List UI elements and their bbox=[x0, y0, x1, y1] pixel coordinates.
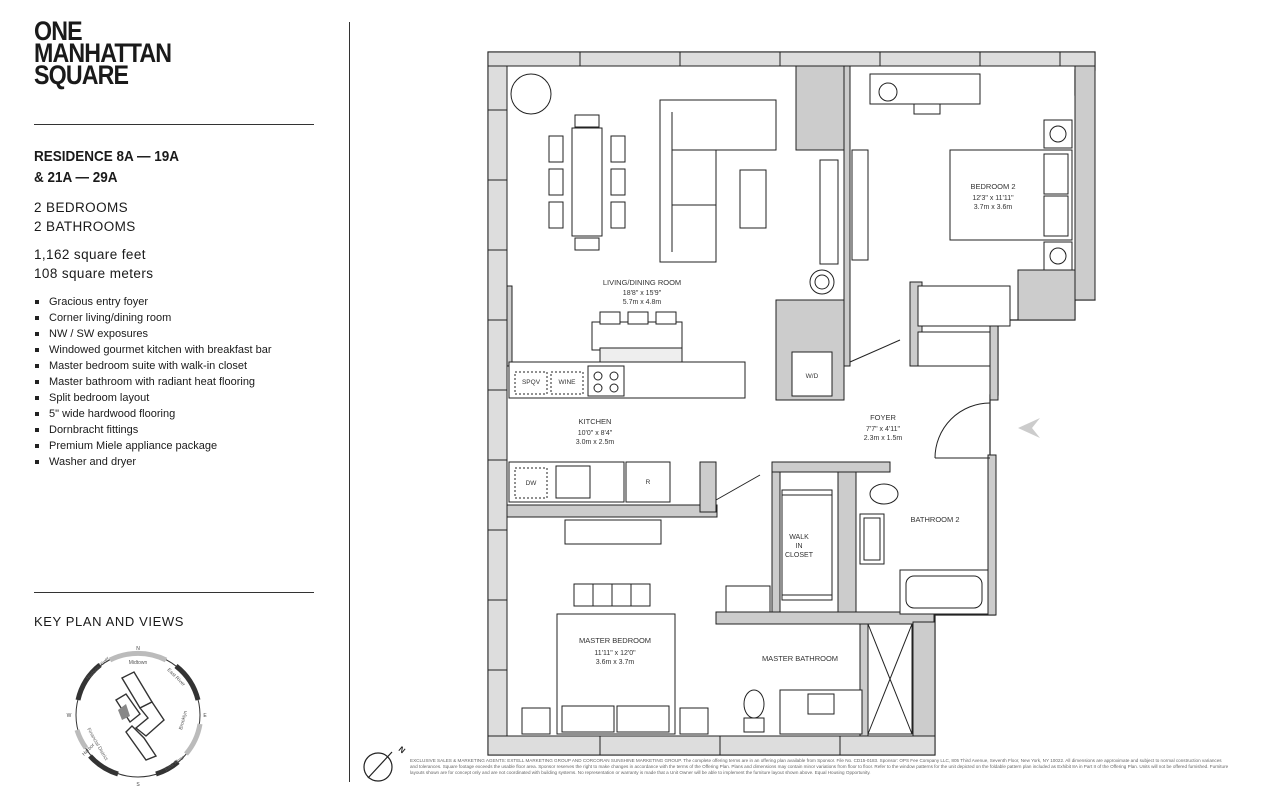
room-dims: 10'0" x 8'4" bbox=[578, 430, 613, 437]
view-label: Brooklyn bbox=[178, 710, 189, 731]
feature-item: 5" wide hardwood flooring bbox=[34, 406, 272, 422]
feature-item: Premium Miele appliance package bbox=[34, 438, 272, 454]
room-name: KITCHEN bbox=[579, 417, 612, 426]
entry-arrow bbox=[1018, 418, 1040, 438]
fixture-label: DW bbox=[526, 480, 538, 487]
view-arc bbox=[108, 650, 168, 663]
room-name: MASTER BEDROOM bbox=[579, 636, 651, 645]
residence-title: RESIDENCE 8A — 19A & 21A — 29A bbox=[34, 146, 179, 188]
room-name: FOYER bbox=[870, 413, 896, 422]
divider bbox=[34, 124, 314, 125]
view-arc bbox=[88, 754, 119, 777]
residence-line: & 21A — 29A bbox=[34, 169, 118, 186]
doors bbox=[715, 339, 991, 501]
feature-item: Gracious entry foyer bbox=[34, 294, 272, 310]
divider bbox=[34, 592, 314, 593]
size-sqft: 1,162 square feet bbox=[34, 247, 146, 262]
compass-west: W bbox=[67, 713, 72, 719]
room-name: WALK bbox=[789, 534, 809, 541]
bathroom-count: 2 BATHROOMS bbox=[34, 219, 136, 234]
room-dims: 3.6m x 3.7m bbox=[596, 659, 635, 666]
fixture-label: SPQV bbox=[522, 379, 541, 386]
room-dims: 5.7m x 4.8m bbox=[623, 299, 662, 306]
view-arc bbox=[155, 760, 180, 777]
key-plan-title: KEY PLAN AND VIEWS bbox=[34, 614, 184, 629]
view-arc bbox=[174, 664, 201, 701]
walk-in-closet bbox=[781, 489, 833, 601]
room-dims: 3.0m x 2.5m bbox=[576, 439, 615, 446]
view-arc bbox=[184, 723, 203, 756]
feature-list: Gracious entry foyer Corner living/dinin… bbox=[34, 294, 272, 470]
room-dims: 2.3m x 1.5m bbox=[864, 435, 903, 442]
floor-plan: SPQV WINE DW R W/D bbox=[363, 51, 1096, 782]
brand-line: ONE bbox=[34, 16, 83, 46]
room-dims: 18'8" x 15'9" bbox=[623, 290, 662, 297]
section-divider bbox=[349, 22, 350, 782]
room-dims: 12'3" x 11'11" bbox=[972, 195, 1014, 202]
compass-east: E bbox=[203, 713, 207, 719]
feature-item: Dornbracht fittings bbox=[34, 422, 272, 438]
brand-line: SQUARE bbox=[34, 60, 129, 90]
size-sqm: 108 square meters bbox=[34, 266, 154, 281]
room-dims: 11'11" x 12'0" bbox=[594, 650, 636, 657]
feature-item: Corner living/dining room bbox=[34, 310, 272, 326]
window-mullions bbox=[488, 52, 1061, 755]
feature-item: Windowed gourmet kitchen with breakfast … bbox=[34, 342, 272, 358]
room-labels: LIVING/DINING ROOM 18'8" x 15'9" 5.7m x … bbox=[576, 182, 1016, 666]
fixture-label: WINE bbox=[559, 379, 577, 386]
info-sidebar: ONE MANHATTAN SQUARE RESIDENCE 8A — 19A … bbox=[0, 0, 350, 800]
bedroom2-furniture bbox=[851, 73, 1073, 367]
exterior-walls bbox=[487, 51, 1096, 756]
key-plan-compass: N S E W Midtown Hudson River East River … bbox=[67, 646, 208, 788]
legal-disclaimer: EXCLUSIVE SALES & MARKETING AGENTS: EXTE… bbox=[410, 758, 1229, 775]
building-shape bbox=[115, 671, 165, 761]
compass-north: N bbox=[136, 646, 140, 652]
feature-item: Washer and dryer bbox=[34, 454, 272, 470]
living-furniture bbox=[510, 73, 839, 351]
view-arc bbox=[75, 663, 102, 701]
room-name: LIVING/DINING ROOM bbox=[603, 278, 681, 287]
master-bedroom-furniture bbox=[521, 519, 771, 735]
bathroom2-fixtures bbox=[859, 483, 989, 615]
room-dims: 3.7m x 3.6m bbox=[974, 204, 1013, 211]
kitchen-labels: SPQV WINE DW R W/D bbox=[522, 373, 819, 487]
north-arrow-icon: N bbox=[363, 745, 407, 782]
feature-item: Master bedroom suite with walk-in closet bbox=[34, 358, 272, 374]
brand-logo: ONE MANHATTAN SQUARE bbox=[34, 16, 172, 90]
interior-walls bbox=[506, 65, 1076, 737]
room-dims: 7'7" x 4'11" bbox=[866, 426, 900, 433]
view-arc bbox=[74, 729, 89, 750]
view-label: Midtown bbox=[129, 660, 148, 666]
view-label: Hudson River bbox=[85, 656, 111, 682]
bedroom-count: 2 BEDROOMS bbox=[34, 200, 129, 215]
feature-item: NW / SW exposures bbox=[34, 326, 272, 342]
unit-highlight bbox=[118, 704, 130, 720]
master-bath-fixtures bbox=[743, 623, 913, 735]
kitchen-counters bbox=[508, 347, 833, 503]
fixture-label: W/D bbox=[806, 373, 819, 380]
feature-item: Master bathroom with radiant heat floori… bbox=[34, 374, 272, 390]
feature-item: Split bedroom layout bbox=[34, 390, 272, 406]
room-name: CLOSET bbox=[785, 552, 814, 559]
brand-line: MANHATTAN bbox=[34, 38, 172, 68]
fixture-label: R bbox=[646, 479, 651, 486]
svg-text:N: N bbox=[397, 745, 407, 756]
compass-south: S bbox=[136, 782, 140, 788]
view-label: East River bbox=[164, 754, 187, 772]
residence-line: RESIDENCE 8A — 19A bbox=[34, 148, 180, 165]
room-count: 2 BEDROOMS 2 BATHROOMS bbox=[34, 198, 136, 236]
room-name: IN bbox=[796, 543, 803, 550]
unit-size: 1,162 square feet 108 square meters bbox=[34, 245, 153, 283]
room-name: MASTER BATHROOM bbox=[762, 654, 838, 663]
room-name: BEDROOM 2 bbox=[970, 182, 1015, 191]
room-name: BATHROOM 2 bbox=[910, 515, 959, 524]
